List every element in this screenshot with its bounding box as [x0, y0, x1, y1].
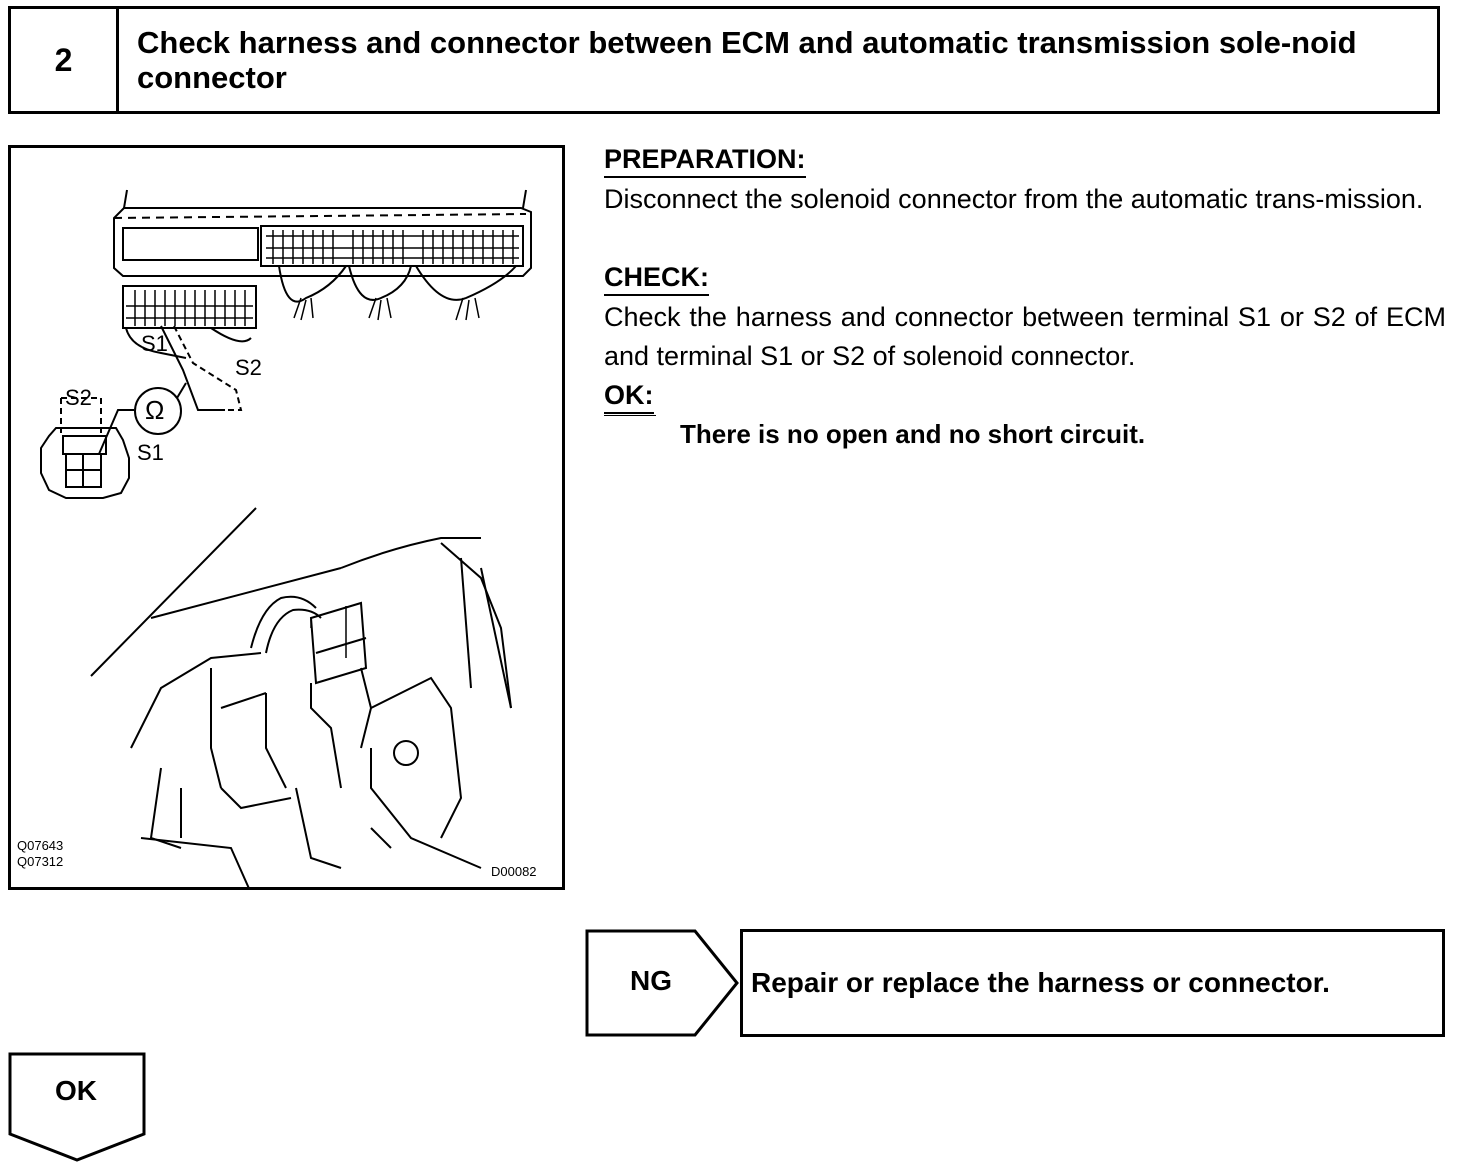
ok-result-text: There is no open and no short circuit.: [680, 419, 1146, 449]
ok-heading: OK:: [604, 379, 654, 414]
ng-action-box: Repair or replace the harness or connect…: [740, 929, 1445, 1037]
check-text: Check the harness and connector between …: [604, 302, 1446, 371]
ok-arrow-shape: [8, 1052, 146, 1162]
figure-code-3: D00082: [491, 864, 537, 879]
preparation-heading: PREPARATION:: [604, 143, 806, 178]
ok-label: OK: [55, 1075, 97, 1106]
preparation-text: Disconnect the solenoid connector from t…: [604, 184, 1424, 214]
figure-code-1: Q07643: [17, 838, 64, 853]
ohmmeter-icon: Ω: [145, 395, 165, 425]
solenoid-s2-label: S2: [65, 385, 92, 410]
step-header: 2 Check harness and connector between EC…: [8, 6, 1440, 114]
check-heading: CHECK:: [604, 261, 709, 296]
ok-divider: [604, 415, 656, 416]
ecm-s2-label: S2: [235, 355, 262, 380]
figure-code-2: Q07312: [17, 854, 64, 869]
illustration-drawing: [40, 189, 532, 887]
ng-arrow-shape: [585, 929, 739, 1037]
step-title: Check harness and connector between ECM …: [137, 25, 1357, 95]
solenoid-s1-label: S1: [137, 440, 164, 465]
ng-action-text: Repair or replace the harness or connect…: [751, 967, 1330, 998]
step-number: 2: [11, 9, 119, 111]
ng-label: NG: [630, 965, 672, 996]
ecm-s1-label: S1: [141, 331, 168, 356]
wiring-illustration: S1 S2 S2 S1 Ω Q07643 Q07312 D00082: [8, 145, 565, 890]
